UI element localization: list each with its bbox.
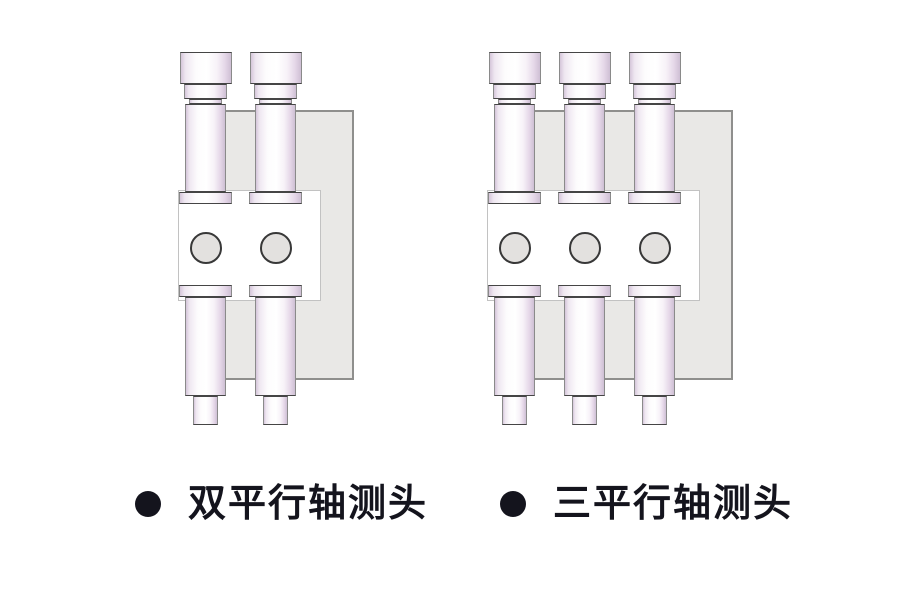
mounting-hole (638, 231, 671, 264)
probe-lower-body (494, 297, 535, 396)
front-plate (486, 190, 700, 301)
mounting-hole (259, 231, 292, 264)
probe-lower-body (564, 297, 605, 396)
probe-cap (628, 52, 681, 84)
probe-cap (488, 52, 541, 84)
probe-lower-body (634, 297, 675, 396)
probe-collar (633, 84, 676, 99)
caption-text: 三平行轴测头 (553, 483, 794, 525)
back-plate (506, 110, 733, 380)
probe-lower-body (185, 297, 226, 396)
probe-neck (568, 99, 601, 104)
back-plate (197, 110, 354, 380)
probe-lower-flange (628, 285, 681, 297)
probe-upper-flange (179, 192, 232, 204)
probe-tip (572, 396, 597, 425)
caption-triple-probe: 三平行轴测头 (500, 482, 793, 526)
probe-upper-body (634, 104, 675, 192)
probe-collar (493, 84, 536, 99)
mounting-hole (568, 231, 601, 264)
probe-upper-body (185, 104, 226, 192)
probe-upper-body (564, 104, 605, 192)
probe-tip (263, 396, 288, 425)
probe-upper-flange (249, 192, 302, 204)
probe-tip (642, 396, 667, 425)
probe-collar (184, 84, 227, 99)
probe-cap (249, 52, 302, 84)
probe-upper-flange (628, 192, 681, 204)
probe-collar (563, 84, 606, 99)
probe-lower-flange (488, 285, 541, 297)
probe-lower-flange (179, 285, 232, 297)
probe-collar (254, 84, 297, 99)
probe-cap (558, 52, 611, 84)
probe-upper-body (494, 104, 535, 192)
caption-dual-probe: 双平行轴测头 (135, 482, 428, 526)
front-plate (177, 190, 321, 301)
probe-upper-body (255, 104, 296, 192)
probe-lower-flange (558, 285, 611, 297)
probe-neck (498, 99, 531, 104)
probe-tip (193, 396, 218, 425)
probe-lower-body (255, 297, 296, 396)
mounting-hole (189, 231, 222, 264)
probe-upper-flange (488, 192, 541, 204)
probe-upper-flange (558, 192, 611, 204)
caption-text: 双平行轴测头 (188, 483, 429, 525)
mounting-hole (498, 231, 531, 264)
probe-neck (189, 99, 222, 104)
probe-tip (502, 396, 527, 425)
bullet-icon (135, 491, 161, 517)
bullet-icon (500, 491, 526, 517)
probe-neck (638, 99, 671, 104)
probe-neck (259, 99, 292, 104)
probe-lower-flange (249, 285, 302, 297)
probe-cap (179, 52, 232, 84)
